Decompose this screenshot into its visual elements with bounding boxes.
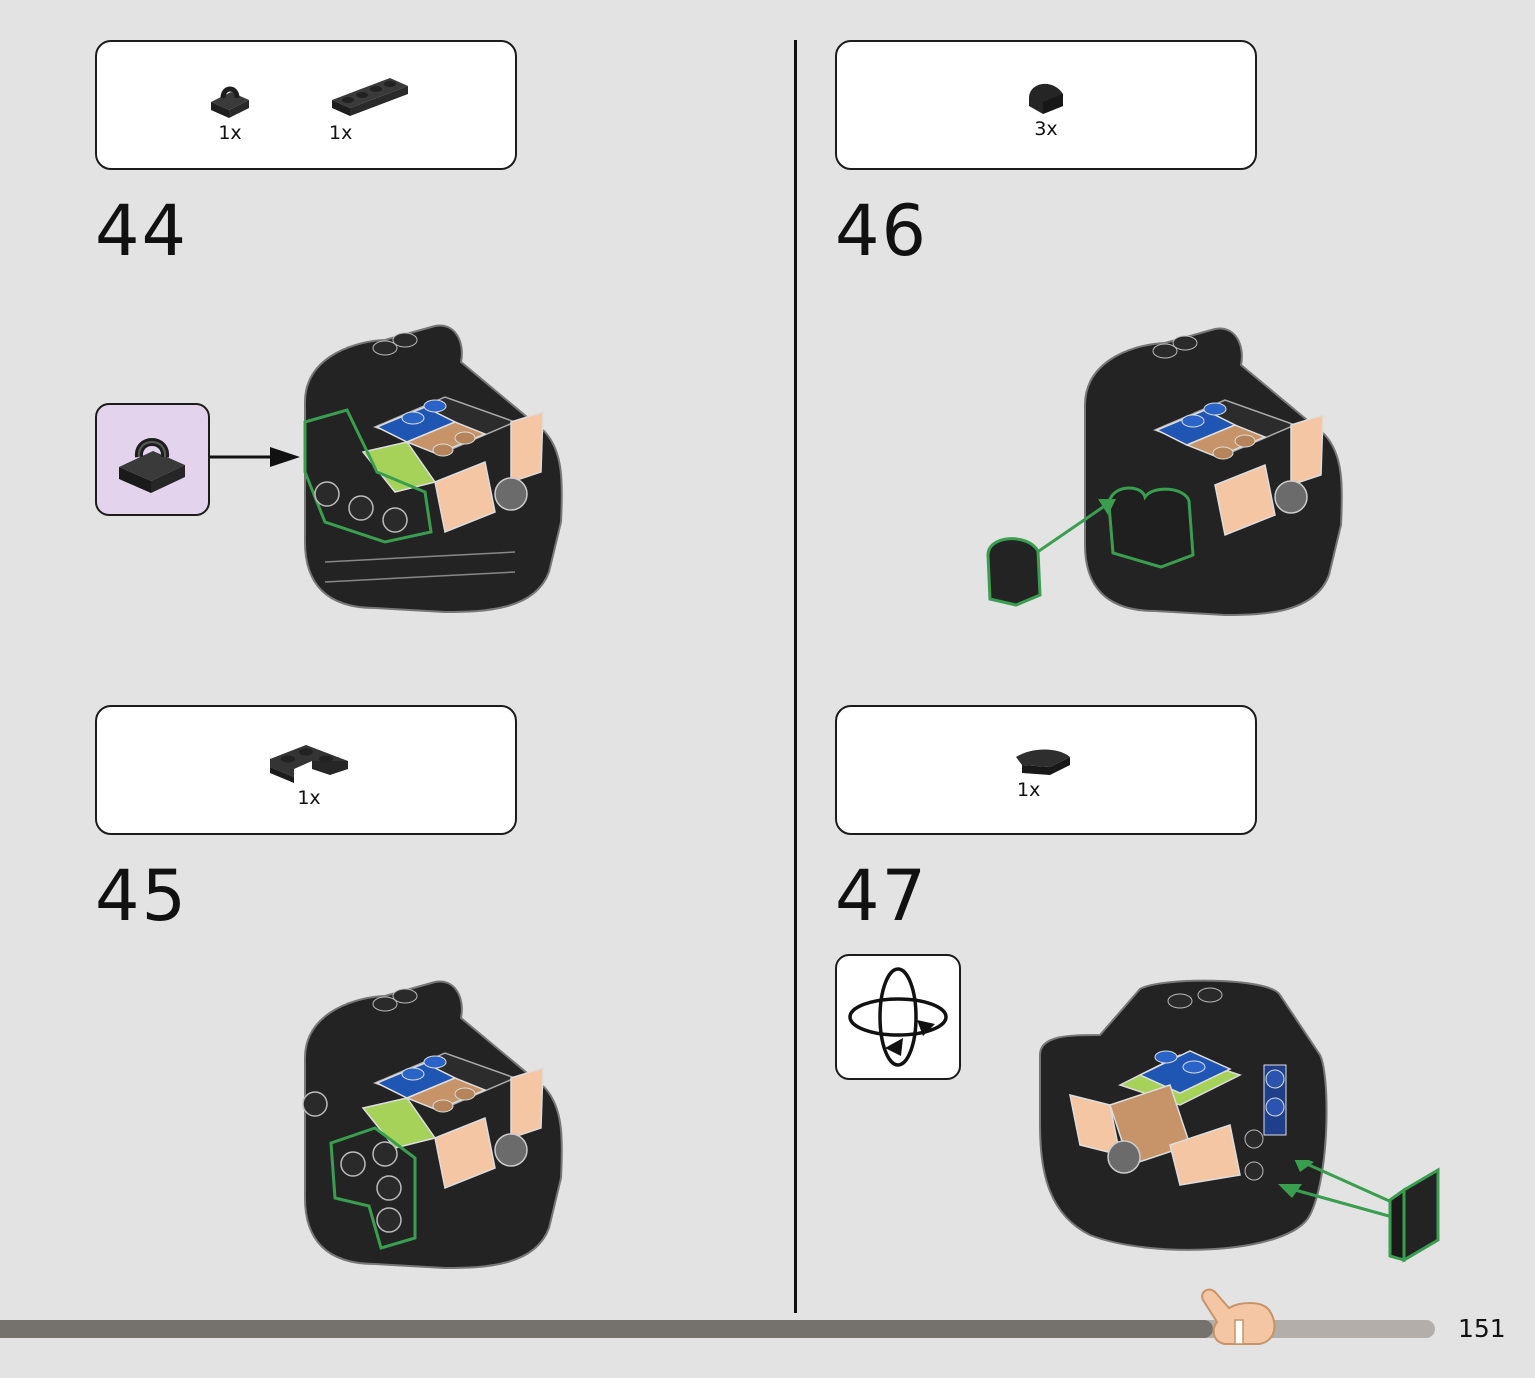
page-divider xyxy=(794,40,797,1313)
corner-plate-icon xyxy=(270,745,348,783)
part-qty: 1x xyxy=(329,122,353,144)
part-qty: 3x xyxy=(1034,118,1058,140)
build-model-step-47 xyxy=(1039,979,1328,1251)
parts-list-step-46: 3x xyxy=(835,40,1257,170)
part-qty: 1x xyxy=(297,787,321,809)
step-number: 45 xyxy=(95,855,189,937)
part-qty: 1x xyxy=(218,122,242,144)
part-plate-1x4: 1x xyxy=(327,74,411,144)
page-number: 151 xyxy=(1458,1314,1506,1343)
part-clip-plate: 1x xyxy=(205,78,255,144)
part-corner-plate: 1x xyxy=(265,739,353,809)
step-number: 47 xyxy=(835,855,929,937)
minifig-hand-icon xyxy=(1201,1288,1276,1345)
sub-assembly-callout xyxy=(95,403,210,516)
build-model-step-44 xyxy=(303,324,563,614)
placement-arrow xyxy=(210,447,300,467)
progress-fill xyxy=(0,1320,1213,1338)
parts-list-step-45: 1x xyxy=(95,705,517,835)
step-number: 46 xyxy=(835,190,929,272)
clip-plate-icon xyxy=(211,86,249,118)
part-curved-tile: 1x xyxy=(1001,743,1077,801)
placement-arrow xyxy=(1278,1160,1440,1263)
build-model-step-46 xyxy=(1084,327,1343,617)
progress-bar xyxy=(0,1320,1435,1338)
curved-tile-icon xyxy=(1016,749,1070,775)
step-number: 44 xyxy=(95,190,189,272)
placement-arrow xyxy=(986,499,1116,607)
rotate-icon xyxy=(848,967,948,1067)
build-model-step-45 xyxy=(302,980,563,1270)
parts-list-step-44: 1x 1x xyxy=(95,40,517,170)
parts-list-step-47: 1x xyxy=(835,705,1257,835)
plate-1x4-icon xyxy=(332,78,408,116)
part-curved-slope: 3x xyxy=(1021,76,1071,140)
clip-plate-icon xyxy=(119,438,185,493)
curved-slope-icon xyxy=(1029,83,1063,114)
rotate-model-indicator xyxy=(835,954,961,1080)
part-qty: 1x xyxy=(1017,779,1041,801)
